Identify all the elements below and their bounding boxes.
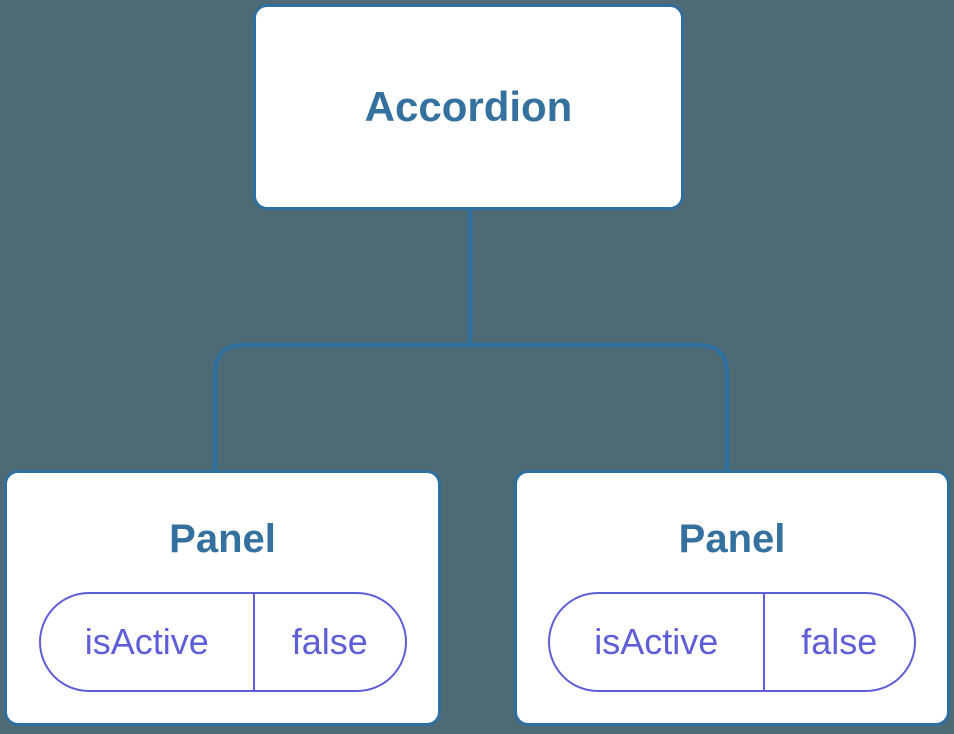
state-key: isActive <box>41 594 256 690</box>
node-label: Panel <box>678 517 786 561</box>
tree-node-accordion: Accordion <box>253 4 684 210</box>
node-label: Panel <box>169 517 276 561</box>
state-pill: isActive false <box>548 592 916 692</box>
state-value: false <box>801 621 878 662</box>
tree-node-panel-1: Panel isActive false <box>4 470 441 726</box>
connector-branch <box>212 342 730 471</box>
state-value: false <box>291 621 368 662</box>
state-pill: isActive false <box>38 592 407 692</box>
node-label: Accordion <box>364 83 573 130</box>
tree-node-panel-2: Panel isActive false <box>514 470 950 726</box>
state-key: isActive <box>550 594 765 690</box>
